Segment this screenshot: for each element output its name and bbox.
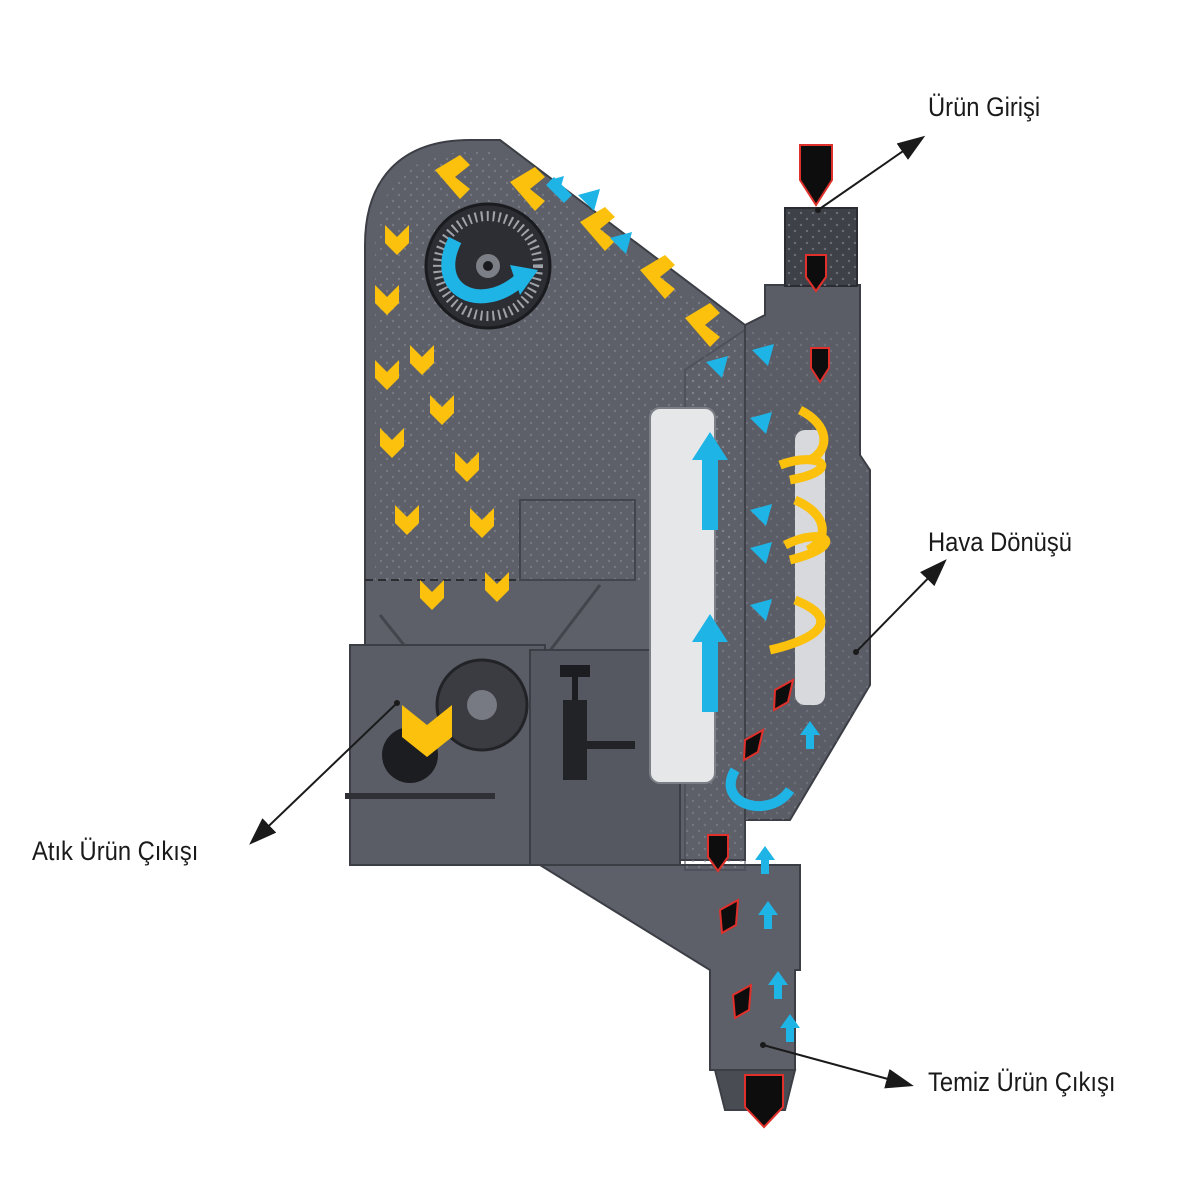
fan-rotation-arrow-head <box>510 265 538 295</box>
leader-line-inlet <box>817 135 926 211</box>
label-product-inlet: Ürün Girişi <box>928 92 1041 122</box>
clean-product-markers <box>707 144 833 1129</box>
waste-flow-arrows <box>375 155 720 757</box>
label-waste-outlet: Atık Ürün Çıkışı <box>32 836 199 866</box>
leader-lines <box>249 135 947 1089</box>
leader-line-clean <box>762 1044 914 1089</box>
label-air-return: Hava Dönüşü <box>928 527 1072 557</box>
leader-line-air-return <box>855 559 947 653</box>
fan-rotation-arrow <box>441 236 525 304</box>
air-return-swirl-arrow <box>725 767 795 811</box>
air-flow-arrows <box>546 176 820 1042</box>
label-clean-outlet: Temiz Ürün Çıkışı <box>928 1067 1116 1097</box>
leader-anchor-dots <box>394 207 859 1048</box>
cyclone-swirl-arrows <box>769 405 831 655</box>
leader-line-waste <box>249 702 398 845</box>
fan-wheel <box>424 202 552 330</box>
piston <box>560 665 635 780</box>
machine-body <box>345 139 871 1111</box>
